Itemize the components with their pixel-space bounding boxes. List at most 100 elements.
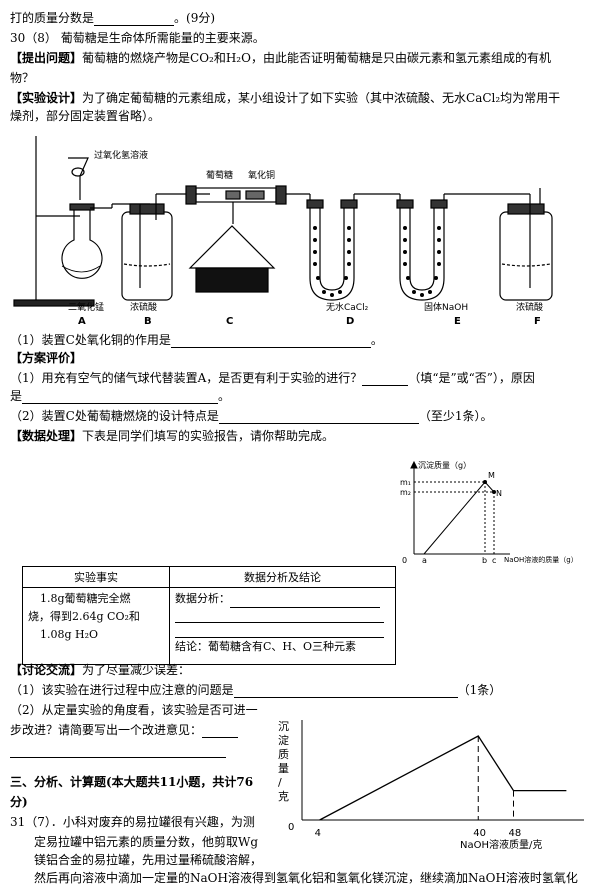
q1-text: （1）装置C处氧化铜的作用是 <box>10 333 171 347</box>
label-cacl2: 无水CaCl₂ <box>326 301 369 313</box>
fact-line-3: 1.08g H₂O <box>40 628 99 641</box>
origin-label: 0 <box>288 822 294 833</box>
letter-d: D <box>346 316 354 327</box>
discuss-tag: 【讨论交流】 <box>10 663 83 677</box>
apparatus-diagram: 过氧化氢溶液 葡萄糖 氧化铜 二氧化锰 浓硫酸 无水CaCl₂ 固体NaOH 浓… <box>13 136 553 327</box>
analysis-label: 数据分析： <box>175 592 230 605</box>
discuss-line: 【讨论交流】为了尽量减少误差： <box>10 662 190 678</box>
x-tick-label-0: 4 <box>315 828 321 839</box>
q1-line: （1）装置C处氧化铜的作用是 。 <box>10 332 383 348</box>
section-3-title: 三、分析、计算题(本大题共11小题，共计76 <box>10 775 254 789</box>
d2-line: （2）从定量实验的角度看，该实验是否可进一 <box>10 703 258 717</box>
analysis-blank-3[interactable] <box>175 623 384 638</box>
e1-reason-blank[interactable] <box>22 390 219 404</box>
d2-blank-2[interactable] <box>10 744 226 758</box>
ylabel-5: / <box>278 776 282 789</box>
label-cuo: 氧化铜 <box>248 169 275 181</box>
e2-line: （2）装置C处葡萄糖燃烧的设计特点是 （至少1条）。 <box>10 408 492 424</box>
q1-blank[interactable] <box>170 334 371 348</box>
report-body-row: 1.8g葡萄糖完全燃 烧，得到2.64g CO₂和 1.08g H₂O 数据分析… <box>22 587 396 665</box>
letter-a: A <box>78 316 86 327</box>
precipitate-mass-chart: 沉 淀 质 量 / 克 0 NaOH溶液质量/克 4 40 48 <box>278 720 584 851</box>
q31-line-b: 定易拉罐中铝元素的质量分数，他剪取Wg <box>34 835 259 849</box>
line1-tail: 。(9分) <box>174 11 216 25</box>
e2-text: （2）装置C处葡萄糖燃烧的设计特点是 <box>10 409 219 423</box>
small-chart-ylabel: 沉淀质量（g） <box>418 460 471 470</box>
e1-line2-end: 。 <box>218 389 231 403</box>
d1-line: （1）该实验在进行过程中应注意的问题是 （1条） <box>10 682 501 698</box>
label-h2so4-b: 浓硫酸 <box>130 301 157 313</box>
tick-b: b <box>482 556 487 565</box>
section-3-title-2: 分) <box>10 795 28 809</box>
x-tick-label-2: 48 <box>509 828 522 839</box>
tick-m1: m₁ <box>400 478 411 487</box>
e1-text: （1）用充有空气的储气球代替装置A，是否更有利于实验的进行？ <box>10 371 363 385</box>
data-tag: 【数据处理】 <box>10 429 83 443</box>
d2-blank-line <box>10 742 226 758</box>
ask-text: 葡萄糖的燃烧产物是CO₂和H₂O，由此能否证明葡萄糖是只由碳元素和氢元素组成的有… <box>82 51 551 65</box>
d2-line-2: 步改进？请简要写出一个改进意见： <box>10 722 239 738</box>
label-glucose: 葡萄糖 <box>206 169 233 181</box>
e1-line: （1）用充有空气的储气球代替装置A，是否更有利于实验的进行？ （填“是”或“否”）… <box>10 370 535 386</box>
report-table: 实验事实 数据分析及结论 1.8g葡萄糖完全燃 烧，得到2.64g CO₂和 1… <box>22 566 396 665</box>
ylabel-6: 克 <box>278 790 289 803</box>
eval-tag: 【方案评价】 <box>10 350 82 366</box>
q31-line-a: 31（7）．小科对废弃的易拉罐很有兴趣，为测 <box>10 815 255 829</box>
e2-tail: （至少1条）。 <box>418 409 493 423</box>
xlabel: NaOH溶液质量/克 <box>460 838 542 851</box>
series-line <box>319 735 567 821</box>
small-chart-origin: 0 <box>402 556 407 565</box>
ask-line-2: 物？ <box>10 71 35 85</box>
label-h2o2: 过氧化氢溶液 <box>94 149 148 161</box>
q30-header: 30（8） 葡萄糖是生命体所需能量的主要来源。 <box>10 31 265 45</box>
tick-c: c <box>492 556 496 565</box>
e1-blank[interactable] <box>362 372 409 386</box>
letter-e: E <box>454 316 461 327</box>
report-header-fact: 实验事实 <box>22 566 170 588</box>
ask-line: 【提出问题】葡萄糖的燃烧产物是CO₂和H₂O，由此能否证明葡萄糖是只由碳元素和氢… <box>10 50 551 66</box>
letter-b: B <box>144 316 152 327</box>
analysis-blank-1[interactable] <box>230 594 380 608</box>
data-line: 【数据处理】下表是同学们填写的实验报告，请你帮助完成。 <box>10 428 334 444</box>
e2-blank[interactable] <box>218 410 419 424</box>
report-header-analysis: 数据分析及结论 <box>169 566 396 588</box>
x-tick-label-1: 40 <box>473 828 486 839</box>
d1-text: （1）该实验在进行过程中应注意的问题是 <box>10 683 234 697</box>
ylabel-2: 淀 <box>278 733 289 747</box>
q1-end: 。 <box>370 333 383 347</box>
data-text: 下表是同学们填写的实验报告，请你帮助完成。 <box>82 429 335 443</box>
design-tag: 【实验设计】 <box>10 91 83 105</box>
analysis-line: 数据分析： <box>175 590 390 608</box>
design-text: 为了确定葡萄糖的元素组成，某小组设计了如下实验（其中浓硫酸、无水CaCl₂均为常… <box>82 91 561 105</box>
precipitate-small-chart: 沉淀质量（g） 0 m₁ m₂ a b c M N NaOH溶液的质量（g） <box>400 460 578 565</box>
point-n: N <box>496 489 502 498</box>
eval-tag-text: 【方案评价】 <box>10 351 83 365</box>
tick-a: a <box>422 556 427 565</box>
ylabel-4: 量 <box>278 762 289 775</box>
label-mno2: 二氧化锰 <box>68 301 104 313</box>
ylabel-1: 沉 <box>278 720 289 733</box>
report-header-row: 实验事实 数据分析及结论 <box>22 566 396 588</box>
fact-line-1: 1.8g葡萄糖完全燃 <box>40 592 131 605</box>
small-chart-xlabel: NaOH溶液的质量（g） <box>504 555 578 564</box>
tick-m2: m₂ <box>400 488 411 497</box>
e1-line-2: 是。 <box>10 388 230 404</box>
ylabel-3: 质 <box>278 748 289 761</box>
e1-line2-text: 是 <box>10 389 23 403</box>
line-1: 打的质量分数是。(9分) <box>10 10 215 26</box>
letter-c: C <box>226 316 233 327</box>
e1-tail: （填“是”或“否”），原因 <box>408 371 535 385</box>
fact-line-2: 烧，得到2.64g CO₂和 <box>28 610 140 623</box>
report-fact-cell: 1.8g葡萄糖完全燃 烧，得到2.64g CO₂和 1.08g H₂O <box>22 587 170 665</box>
d1-tail: （1条） <box>457 683 502 697</box>
label-h2so4-f: 浓硫酸 <box>516 301 543 313</box>
label-naoh: 固体NaOH <box>424 301 468 313</box>
answer-blank[interactable] <box>94 12 175 26</box>
d1-blank[interactable] <box>233 684 458 698</box>
ask-tag: 【提出问题】 <box>10 51 83 65</box>
d2-blank-1[interactable] <box>202 724 239 738</box>
analysis-blank-2[interactable] <box>175 608 384 623</box>
conclusion-line: 结论：葡萄糖含有C、H、O三种元素 <box>175 640 357 653</box>
discuss-text: 为了尽量减少误差： <box>82 663 191 677</box>
letter-f: F <box>534 316 541 327</box>
